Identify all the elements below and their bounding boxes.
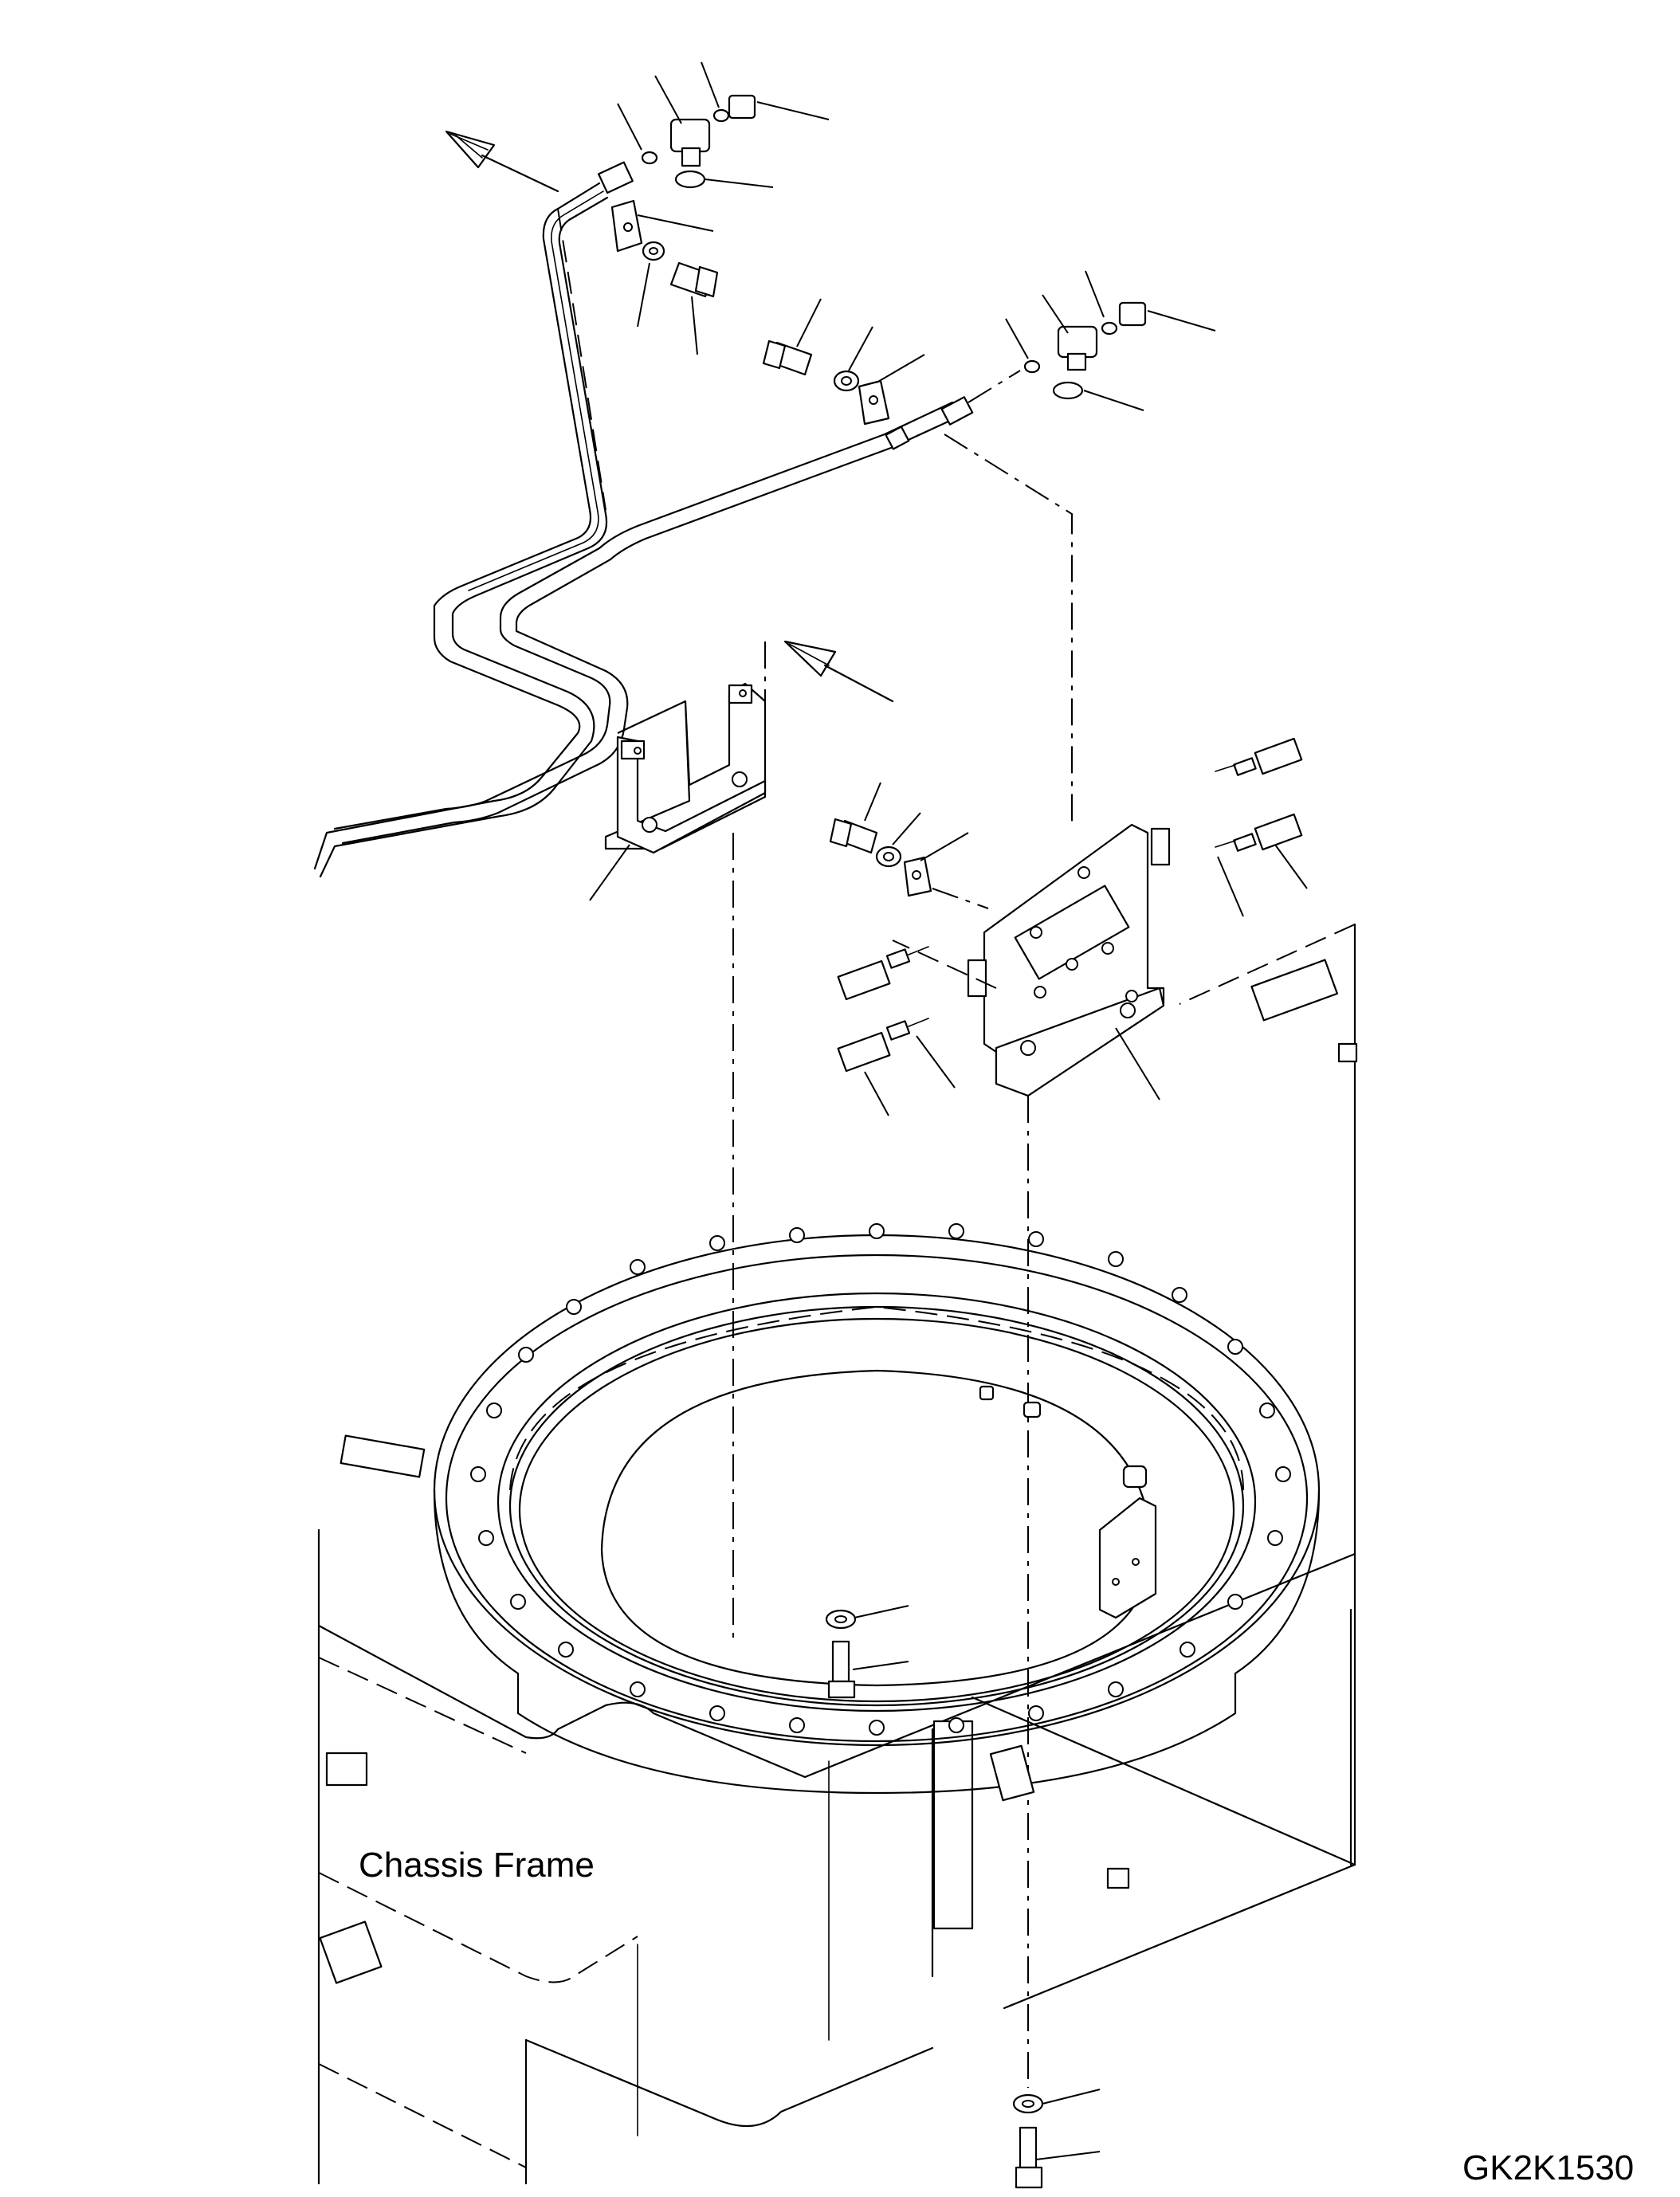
connector-2 xyxy=(837,1018,929,1073)
ring-bolt-top xyxy=(825,1605,909,1699)
mid-clamp-assembly xyxy=(762,298,925,426)
upper-right-fitting-assembly xyxy=(968,270,1216,411)
hose-end-fitting xyxy=(597,161,634,194)
hex-bolt-2 xyxy=(762,339,813,376)
chassis-frame xyxy=(317,923,1358,2185)
drawing-code-label: GK2K1530 xyxy=(1462,2148,1634,2187)
connector-1 xyxy=(837,946,929,1001)
o-ring-small-2 xyxy=(712,108,730,123)
tee-fitting-2 xyxy=(1057,325,1098,371)
connector-3 xyxy=(1215,737,1303,776)
chassis-frame-label: Chassis Frame xyxy=(359,1846,595,1885)
frame-bolt-bottom xyxy=(1012,2089,1101,2189)
control-mounting-plate xyxy=(967,823,1171,1100)
hydraulic-pipe-routing xyxy=(313,182,974,878)
connector-4 xyxy=(1215,813,1303,852)
u-shaped-bracket xyxy=(589,640,894,901)
electrical-connectors-right xyxy=(1215,737,1308,917)
flow-direction-arrow xyxy=(445,130,559,193)
slewing-ring-bearing xyxy=(340,1223,1321,1802)
assembly-center-lines xyxy=(732,434,1356,2088)
electrical-connectors-left xyxy=(837,946,956,1116)
plate-cutout xyxy=(1014,885,1130,980)
adapter-nut xyxy=(728,94,756,120)
tee-fitting xyxy=(669,118,711,167)
upper-left-fitting-assembly xyxy=(445,61,830,194)
o-ring-small xyxy=(641,151,658,165)
o-ring-large xyxy=(674,170,706,189)
upper-left-clamp-assembly xyxy=(610,199,719,355)
plate-clamp-assembly xyxy=(829,782,989,909)
hex-bolt xyxy=(669,261,719,298)
flange-bolt-holes xyxy=(470,1223,1291,1736)
hex-bolt-3 xyxy=(829,818,878,854)
